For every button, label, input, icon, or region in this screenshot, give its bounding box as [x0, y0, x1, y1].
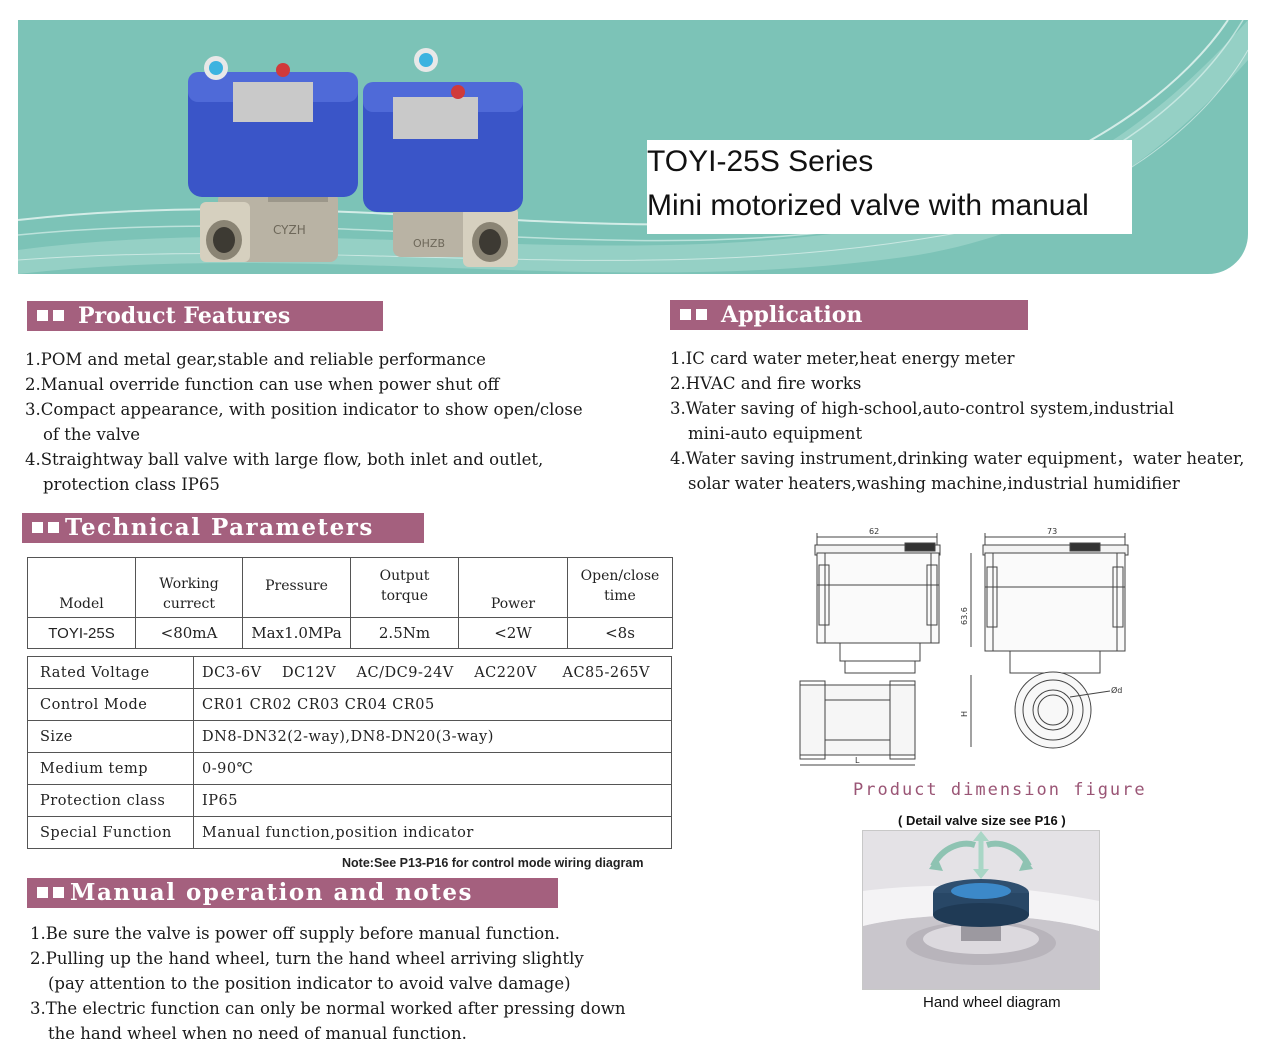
- spec-value: Manual function,position indicator: [193, 816, 672, 849]
- list-item-continuation: the hand wheel when no need of manual fu…: [48, 1024, 467, 1043]
- valve-product-image: CYZH OHZB: [188, 48, 523, 267]
- dim-height: 63.6: [960, 607, 969, 625]
- square-bullet-icon: [48, 522, 59, 533]
- wiring-note: Note:See P13-P16 for control mode wiring…: [342, 856, 644, 870]
- list-item: 1.POM and metal gear,stable and reliable…: [25, 350, 486, 369]
- cell-pressure: Max1.0MPa: [242, 617, 351, 649]
- square-bullet-icon: [32, 522, 43, 533]
- table-row: Protection class IP65: [27, 784, 672, 817]
- dim-width-side: 73: [1047, 527, 1057, 536]
- valve-left-marking: CYZH: [273, 223, 306, 237]
- spec-label: Size: [27, 720, 194, 753]
- list-item: 2.HVAC and fire works: [670, 374, 862, 393]
- spec-value: IP65: [193, 784, 672, 817]
- dimension-subcaption: ( Detail valve size see P16 ): [898, 813, 1066, 828]
- dim-l: L: [855, 756, 860, 765]
- features-list: 1.POM and metal gear,stable and reliable…: [25, 347, 583, 497]
- specifications-table: Rated Voltage DC3-6V DC12V AC/DC9-24V AC…: [27, 656, 672, 849]
- hand-wheel-caption: Hand wheel diagram: [923, 994, 1061, 1011]
- spec-label: Rated Voltage: [27, 656, 194, 689]
- section-header-technical: Technical Parameters: [22, 513, 424, 543]
- spec-value: 0-90℃: [193, 752, 672, 785]
- manual-title: Manual operation and notes: [70, 879, 473, 906]
- spec-value: DN8-DN32(2-way),DN8-DN20(3-way): [193, 720, 672, 753]
- application-title: Application: [721, 302, 863, 328]
- list-item: 1.Be sure the valve is power off supply …: [30, 924, 561, 943]
- dim-width-front: 62: [869, 527, 879, 536]
- dim-d: Ød: [1111, 685, 1122, 695]
- col-header-power: Power: [458, 557, 568, 618]
- col-header-pressure: Pressure: [242, 557, 351, 618]
- manual-list: 1.Be sure the valve is power off supply …: [30, 921, 626, 1046]
- list-item: 4.Straightway ball valve with large flow…: [25, 450, 544, 469]
- hand-wheel-image: [862, 830, 1100, 990]
- section-header-features: Product Features: [27, 301, 383, 331]
- table-row: Medium temp 0-90℃: [27, 752, 672, 785]
- valve-left: CYZH: [188, 56, 358, 262]
- table-row: Rated Voltage DC3-6V DC12V AC/DC9-24V AC…: [27, 656, 672, 689]
- table-row: Size DN8-DN32(2-way),DN8-DN20(3-way): [27, 720, 672, 753]
- square-bullet-icon: [37, 310, 48, 321]
- list-item-continuation: (pay attention to the position indicator…: [48, 974, 571, 993]
- list-item: 3.Compact appearance, with position indi…: [25, 400, 583, 419]
- hand-wheel-graphic: [863, 831, 1099, 989]
- square-bullet-icon: [680, 309, 691, 320]
- dimension-drawing: 62 73 63.6 H L Ød: [799, 527, 1129, 766]
- list-item: 4.Water saving instrument,drinking water…: [670, 449, 1245, 468]
- square-bullet-icon: [53, 887, 64, 898]
- table-row: TOYI-25S <80mA Max1.0MPa 2.5Nm <2W <8s: [27, 617, 673, 649]
- square-bullet-icon: [696, 309, 707, 320]
- spec-label: Special Function: [27, 816, 194, 849]
- spec-label: Control Mode: [27, 688, 194, 721]
- banner-title-box: TOYI-25S Series Mini motorized valve wit…: [647, 140, 1132, 234]
- section-header-application: Application: [670, 300, 1028, 330]
- dimension-caption: Product dimension figure: [853, 780, 1147, 800]
- list-item: 2.Pulling up the hand wheel, turn the ha…: [30, 949, 584, 968]
- list-item: 1.IC card water meter,heat energy meter: [670, 349, 1015, 368]
- table-row: Special Function Manual function,positio…: [27, 816, 672, 849]
- product-subtitle: Mini motorized valve with manual: [647, 189, 1089, 222]
- cell-open-close-time: <8s: [567, 617, 673, 649]
- dim-h: H: [960, 711, 969, 717]
- list-item-continuation: mini-auto equipment: [688, 424, 863, 443]
- list-item: 3.The electric function can only be norm…: [30, 999, 626, 1018]
- product-series-title: TOYI-25S Series: [647, 145, 874, 178]
- application-list: 1.IC card water meter,heat energy meter …: [670, 346, 1244, 496]
- table-row: Control Mode CR01 CR02 CR03 CR04 CR05: [27, 688, 672, 721]
- list-item-continuation: protection class IP65: [43, 475, 220, 494]
- valve-right: OHZB: [363, 48, 523, 267]
- cell-working-current: <80mA: [135, 617, 243, 649]
- col-header-model: Model: [27, 557, 136, 618]
- cell-torque: 2.5Nm: [350, 617, 459, 649]
- list-item: 2.Manual override function can use when …: [25, 375, 500, 394]
- list-item-continuation: solar water heaters,washing machine,indu…: [688, 474, 1180, 493]
- cell-power: <2W: [458, 617, 568, 649]
- cell-model: TOYI-25S: [27, 617, 136, 649]
- header-banner: CYZH OHZB TOYI-25S Series Mini motorized…: [18, 20, 1248, 274]
- technical-title: Technical Parameters: [65, 514, 374, 541]
- square-bullet-icon: [37, 887, 48, 898]
- spec-value: DC3-6V DC12V AC/DC9-24V AC220V AC85-265V: [193, 656, 672, 689]
- square-bullet-icon: [53, 310, 64, 321]
- section-header-manual: Manual operation and notes: [27, 878, 558, 908]
- spec-label: Medium temp: [27, 752, 194, 785]
- list-item: 3.Water saving of high-school,auto-contr…: [670, 399, 1175, 418]
- spec-value: CR01 CR02 CR03 CR04 CR05: [193, 688, 672, 721]
- list-item-continuation: of the valve: [43, 425, 141, 444]
- valve-right-marking: OHZB: [413, 237, 445, 250]
- features-title: Product Features: [78, 303, 291, 329]
- spec-label: Protection class: [27, 784, 194, 817]
